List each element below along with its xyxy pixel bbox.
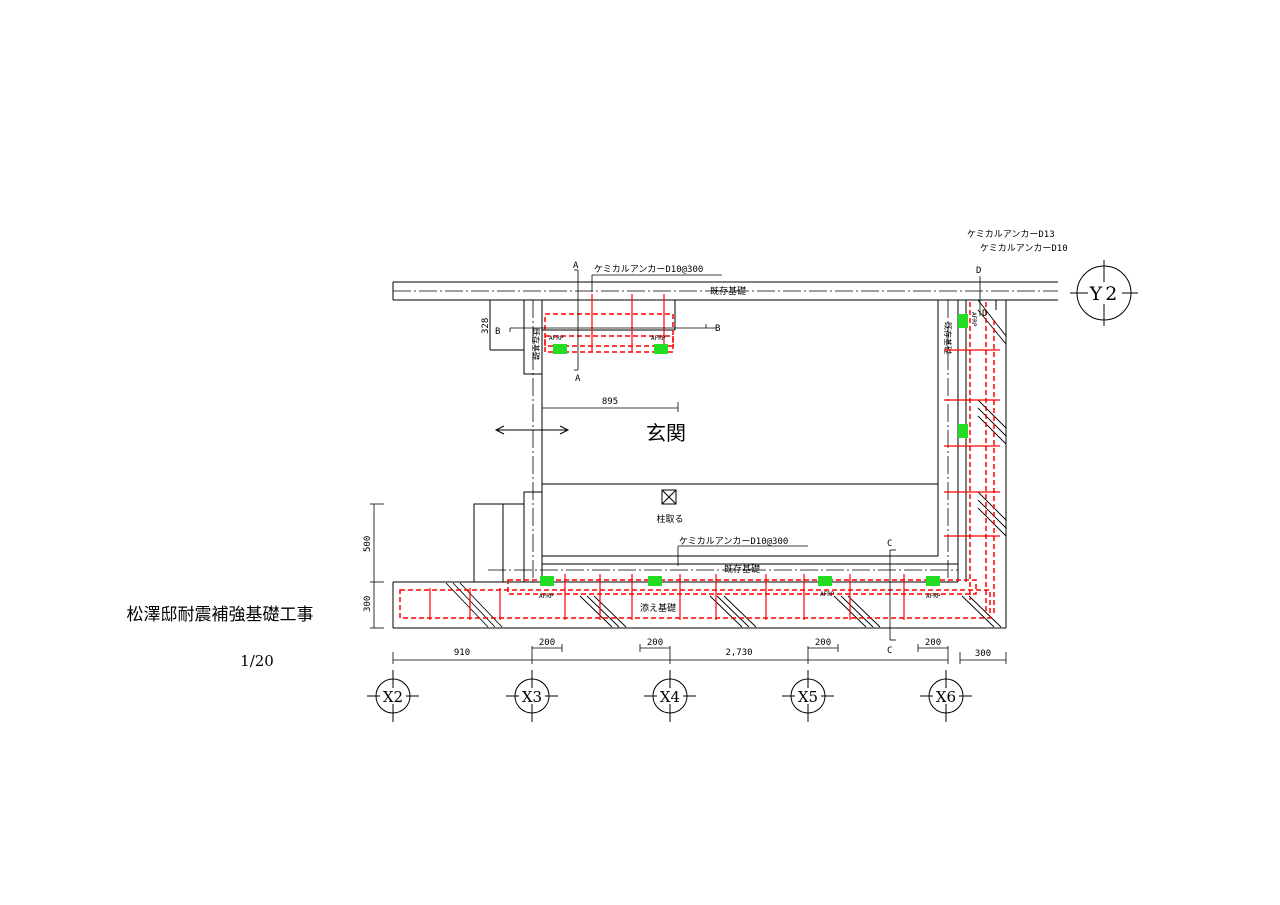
dim-895: 895: [602, 397, 618, 407]
added-foundation-beam: [392, 581, 1006, 629]
added-foundation-label: 添え基礎: [640, 602, 676, 614]
dim-300-left: 300: [363, 596, 373, 612]
grid-bubble-x5: X5: [782, 670, 834, 722]
reinforcement-bars: [399, 294, 1000, 620]
existing-foundation-label-bottom: 既存基礎: [724, 563, 760, 575]
grid-label-x4: X4: [660, 688, 680, 706]
anchor-leaders: [591, 274, 808, 566]
grid-label-y2: Y2: [1089, 283, 1121, 305]
afrp-marks: [540, 314, 968, 586]
hatching: [445, 299, 1007, 628]
dim-500: 500: [363, 536, 373, 552]
section-a-top: A: [573, 261, 579, 271]
grid-bubble-y2: Y2: [1070, 260, 1138, 326]
grid-bubble-x3: X3: [506, 670, 558, 722]
grid-label-x5: X5: [798, 688, 818, 706]
anchor-label-top: ケミカルアンカーD10@300: [594, 264, 703, 275]
dim-200-x3: 200: [539, 638, 555, 648]
drawing-scale: 1/20: [240, 652, 274, 670]
existing-foundation-bottom: [488, 563, 958, 571]
grid-label-x6: X6: [936, 688, 956, 706]
section-a-bottom: A: [575, 374, 581, 384]
anchor-label-right-1: ケミカルアンカーD13: [967, 229, 1055, 240]
column-remove-label: 柱取る: [656, 513, 683, 525]
afrp-label-4: AFRP: [549, 335, 564, 342]
section-b-right: B: [715, 324, 720, 334]
section-cut-lines: [509, 269, 981, 641]
existing-foundation-label-right: 既存基礎: [943, 322, 953, 354]
drawing-title: 松澤邸耐震補強基礎工事: [127, 605, 314, 625]
existing-foundation-label-left: 既存基礎: [531, 328, 541, 360]
dim-200-x5: 200: [815, 638, 831, 648]
dim-910: 910: [454, 648, 470, 658]
room-outline: [532, 300, 939, 582]
right-wall: [947, 300, 1007, 628]
section-d-top: D: [976, 266, 981, 276]
afrp-label-5: AFRP: [651, 335, 666, 342]
dimension-lines: [370, 300, 1007, 664]
dim-200-x4: 200: [647, 638, 663, 648]
anchor-label-bottom: ケミカルアンカーD10@300: [679, 536, 788, 547]
door-swing-arrow: [494, 425, 570, 435]
dim-2730: 2,730: [725, 648, 752, 658]
anchor-label-right-2: ケミカルアンカーD10: [980, 243, 1068, 254]
existing-foundation-label-top: 既存基礎: [710, 285, 746, 297]
grid-label-x2: X2: [383, 688, 403, 706]
grid-bubble-x4: X4: [644, 670, 696, 722]
afrp-label-3: AFRP: [926, 593, 941, 600]
section-c-bottom: C: [887, 646, 892, 656]
dim-300-right: 300: [975, 649, 991, 659]
column-remove-icon: [661, 489, 677, 505]
afrp-label-1: AFRP: [539, 593, 554, 600]
dim-200-x6: 200: [925, 638, 941, 648]
afrp-label-6: AFRP: [970, 312, 977, 327]
section-d-bottom: D: [982, 309, 987, 319]
grid-bubble-x2: X2: [367, 670, 419, 722]
dim-328: 328: [481, 318, 491, 334]
grid-label-x3: X3: [522, 688, 542, 706]
grid-bubble-x6: X6: [920, 670, 972, 722]
section-b-left: B: [495, 327, 500, 337]
afrp-label-2: AFRP: [820, 591, 835, 598]
room-label: 玄関: [646, 421, 686, 445]
existing-foundation-top: [392, 281, 1058, 301]
section-c-top: C: [887, 539, 892, 549]
